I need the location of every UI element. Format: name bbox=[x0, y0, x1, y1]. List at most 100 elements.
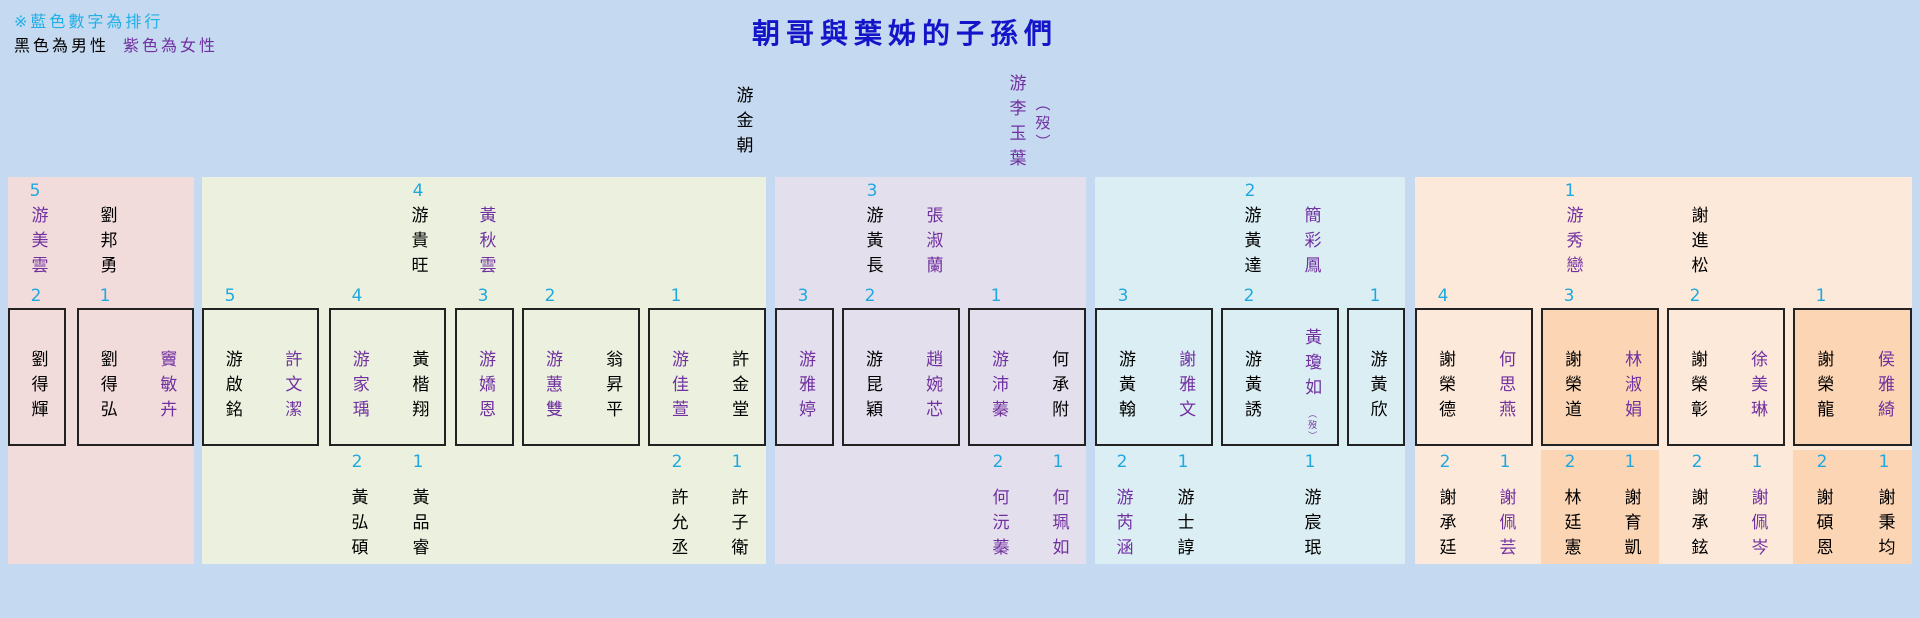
grandchild-name: 游沛蓁 bbox=[988, 350, 1008, 425]
grandchild-name: 黃楷翔 bbox=[408, 350, 429, 425]
great-grandchild-name: 黃弘碩 bbox=[347, 488, 368, 563]
family-rank: 5 bbox=[29, 181, 41, 201]
great-grandchild-name: 謝承廷 bbox=[1435, 488, 1456, 563]
household-box bbox=[1793, 308, 1912, 446]
household-box bbox=[648, 308, 766, 446]
great-grandchild-name: 許允丞 bbox=[667, 488, 688, 563]
great-grandchild-rank: 2 bbox=[351, 452, 363, 472]
household-box bbox=[522, 308, 640, 446]
great-grandchild-name: 林廷憲 bbox=[1560, 488, 1581, 563]
great-grandchild-name: 游芮涵 bbox=[1112, 488, 1133, 563]
grandchild-name: 游蕙雙 bbox=[542, 350, 562, 425]
household-box bbox=[77, 308, 194, 446]
family-rank: 4 bbox=[412, 181, 424, 201]
great-grandchild-rank: 1 bbox=[1624, 452, 1636, 472]
family-panel bbox=[775, 177, 1086, 564]
grandchild-name: 侯雅綺 bbox=[1873, 350, 1894, 425]
great-grandchild-name: 游宸珉 bbox=[1300, 488, 1321, 563]
great-grandchild-rank: 1 bbox=[1052, 452, 1064, 472]
grandchild-rank: 2 bbox=[1689, 286, 1701, 306]
household-box bbox=[842, 308, 960, 446]
child-name: 游美雲 bbox=[27, 206, 48, 281]
grandchild-name: 游黃欣 bbox=[1366, 350, 1387, 425]
great-grandchild-name: 謝育凱 bbox=[1620, 488, 1641, 563]
great-grandchild-rank: 1 bbox=[1177, 452, 1189, 472]
ancestor-grandfather: 游金朝 bbox=[732, 86, 753, 161]
grandchild-name: 游昆穎 bbox=[862, 350, 882, 425]
grandchild-rank: 3 bbox=[477, 286, 489, 306]
grandchild-rank: 1 bbox=[670, 286, 682, 306]
child-name: 游黃達 bbox=[1240, 206, 1261, 281]
grandchild-name: 謝榮龍 bbox=[1813, 350, 1834, 425]
family-rank: 3 bbox=[866, 181, 878, 201]
grandchild-rank: 3 bbox=[797, 286, 809, 306]
child-name: 謝進松 bbox=[1687, 206, 1708, 281]
ancestor-grandmother-note: （歿） bbox=[1033, 96, 1052, 153]
great-grandchild-name: 謝秉均 bbox=[1874, 488, 1895, 563]
great-grandchild-rank: 2 bbox=[1691, 452, 1703, 472]
family-rank: 2 bbox=[1244, 181, 1256, 201]
great-grandchild-rank: 1 bbox=[731, 452, 743, 472]
legend-male-note: 黑色為男性 bbox=[14, 36, 110, 55]
household-box bbox=[1095, 308, 1213, 446]
great-grandchild-rank: 2 bbox=[1816, 452, 1828, 472]
grandchild-name: 徐美琳 bbox=[1747, 350, 1768, 425]
child-name: 游秀戀 bbox=[1562, 206, 1583, 281]
grandchild-name: 游黃誘 bbox=[1241, 350, 1261, 425]
grandchild-name: 何承附 bbox=[1048, 350, 1069, 425]
grandchild-name: 謝榮彰 bbox=[1687, 350, 1707, 425]
grandchild-name: 趙婉芯 bbox=[922, 350, 943, 425]
grandchild-name: 竇敏卉 bbox=[156, 350, 177, 425]
legend-rank-note: ※藍色數字為排行 bbox=[14, 12, 164, 31]
grandchild-rank: 4 bbox=[351, 286, 363, 306]
great-grandchild-name: 謝碩恩 bbox=[1812, 488, 1833, 563]
legend-female-note: 紫色為女性 bbox=[123, 36, 219, 55]
grandchild-name: 游黃翰 bbox=[1115, 350, 1135, 425]
legend-gender: 黑色為男性紫色為女性 bbox=[14, 32, 218, 56]
great-grandchild-name: 謝佩芸 bbox=[1495, 488, 1516, 563]
grandchild-name: 何思燕 bbox=[1495, 350, 1516, 425]
grandchild-name: 游嬌恩 bbox=[475, 350, 495, 425]
grandchild-name: 謝雅文 bbox=[1175, 350, 1196, 425]
grandchild-rank: 4 bbox=[1437, 286, 1449, 306]
family-panel bbox=[8, 177, 194, 564]
household-box bbox=[1415, 308, 1533, 446]
child-name: 黃秋雲 bbox=[475, 206, 496, 281]
family-rank: 1 bbox=[1564, 181, 1576, 201]
child-name: 簡彩鳳 bbox=[1300, 206, 1321, 281]
grandchild-rank: 3 bbox=[1117, 286, 1129, 306]
grandchild-name: 游家瑀 bbox=[348, 350, 369, 425]
grandchild-rank: 1 bbox=[990, 286, 1002, 306]
grandchild-rank: 1 bbox=[1369, 286, 1381, 306]
great-grandchild-rank: 1 bbox=[1751, 452, 1763, 472]
great-grandchild-rank: 2 bbox=[671, 452, 683, 472]
grandchild-rank: 1 bbox=[1815, 286, 1827, 306]
great-grandchild-rank: 1 bbox=[412, 452, 424, 472]
great-grandchild-name: 游士諄 bbox=[1173, 488, 1194, 563]
household-box bbox=[1667, 308, 1785, 446]
grandchild-rank: 5 bbox=[224, 286, 236, 306]
grandchild-name: 許金堂 bbox=[728, 350, 749, 425]
great-grandchild-name: 謝佩岑 bbox=[1747, 488, 1768, 563]
grandchild-rank: 2 bbox=[30, 286, 42, 306]
household-box bbox=[968, 308, 1086, 446]
highlight-band bbox=[1793, 450, 1912, 564]
household-box bbox=[202, 308, 319, 446]
great-grandchild-name: 何沅蓁 bbox=[988, 488, 1009, 563]
household-box bbox=[1541, 308, 1659, 446]
grandchild-name: 謝榮德 bbox=[1435, 350, 1455, 425]
grandchild-rank: 2 bbox=[1243, 286, 1255, 306]
grandchild-name: 劉得輝 bbox=[27, 350, 48, 425]
grandchild-name: 林淑娟 bbox=[1621, 350, 1642, 425]
family-panel bbox=[202, 177, 766, 564]
grandchild-name: 許文潔 bbox=[281, 350, 302, 425]
highlight-band bbox=[1541, 450, 1659, 564]
grandchild-rank: 2 bbox=[544, 286, 556, 306]
great-grandchild-rank: 2 bbox=[992, 452, 1004, 472]
family-panel bbox=[1095, 177, 1405, 564]
grandchild-name: 翁昇平 bbox=[602, 350, 623, 425]
ancestor-grandmother: 游李玉葉 bbox=[1005, 74, 1026, 174]
grandchild-name: 游啟銘 bbox=[221, 350, 242, 425]
page-title: 朝哥與葉姊的子孫們 bbox=[751, 17, 1058, 50]
child-name: 游黃長 bbox=[862, 206, 883, 281]
